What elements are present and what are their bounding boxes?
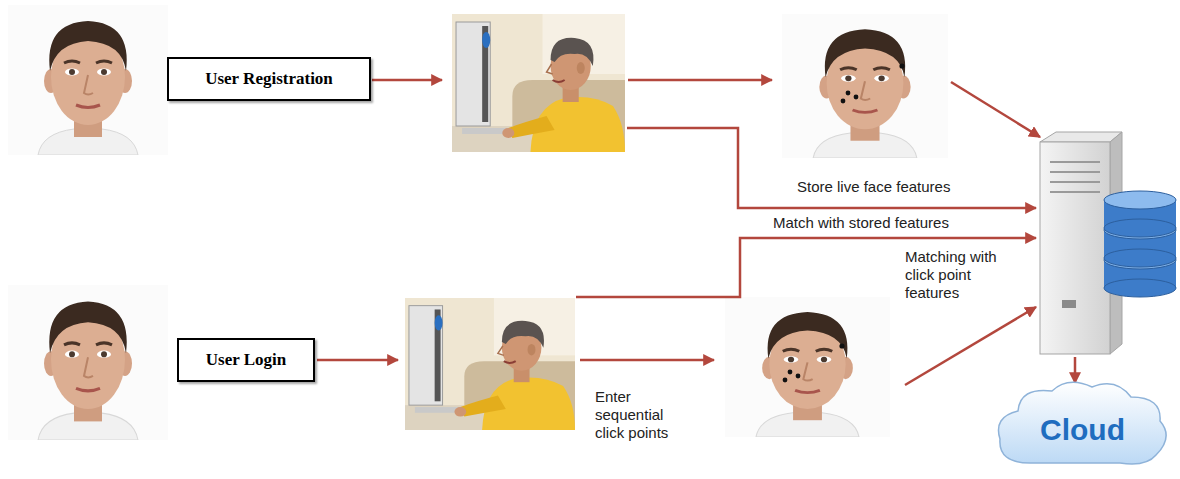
server-icon xyxy=(1040,142,1110,354)
click-point xyxy=(796,374,801,379)
flow-arrow xyxy=(628,79,772,82)
database-icon xyxy=(1104,219,1176,237)
face-photo xyxy=(782,14,948,158)
box-label: User Registration xyxy=(183,68,355,90)
flow-arrow xyxy=(951,82,1040,137)
database-icon xyxy=(1104,249,1176,267)
flow-arrow xyxy=(580,359,714,362)
flow-arrow xyxy=(627,128,1036,208)
face-photo xyxy=(8,5,168,155)
flow-arrow xyxy=(905,307,1036,385)
click-point xyxy=(846,91,851,96)
user-photo xyxy=(405,298,575,430)
click-point xyxy=(839,343,844,348)
cloud-label: Cloud xyxy=(1040,413,1125,447)
cloud-outline xyxy=(998,382,1166,464)
annotation-text: Enter sequential click points xyxy=(595,388,695,442)
click-point xyxy=(841,99,846,104)
box-label: User Login xyxy=(193,349,299,371)
process-box: User Registration xyxy=(167,57,371,101)
click-point xyxy=(783,378,788,383)
flow-arrow xyxy=(372,79,442,82)
server-icon xyxy=(1050,161,1100,163)
server-icon xyxy=(1050,181,1100,183)
database-icon xyxy=(1104,279,1176,297)
database-icon xyxy=(1104,191,1176,209)
annotation-text: Match with stored features xyxy=(773,214,1033,232)
click-point xyxy=(854,95,859,100)
flow-arrow xyxy=(317,359,398,362)
annotation-text: Matching with click point features xyxy=(905,248,1027,302)
server-icon xyxy=(1040,132,1122,142)
face-photo xyxy=(725,297,890,437)
flow-arrow xyxy=(317,80,1075,385)
user-photo xyxy=(405,14,625,430)
server-icon xyxy=(1050,171,1100,173)
click-point xyxy=(788,370,793,375)
process-box: User Login xyxy=(177,338,315,382)
cloud-node: Cloud xyxy=(990,375,1175,470)
flow-arrow xyxy=(1074,357,1077,383)
user-photo xyxy=(452,14,625,152)
annotation-text: Store live face features xyxy=(797,178,1057,196)
click-point xyxy=(899,63,904,68)
face-photo xyxy=(8,285,168,440)
server-icon xyxy=(1062,300,1076,308)
database-icon xyxy=(1104,191,1176,297)
server-icon xyxy=(1050,191,1100,193)
